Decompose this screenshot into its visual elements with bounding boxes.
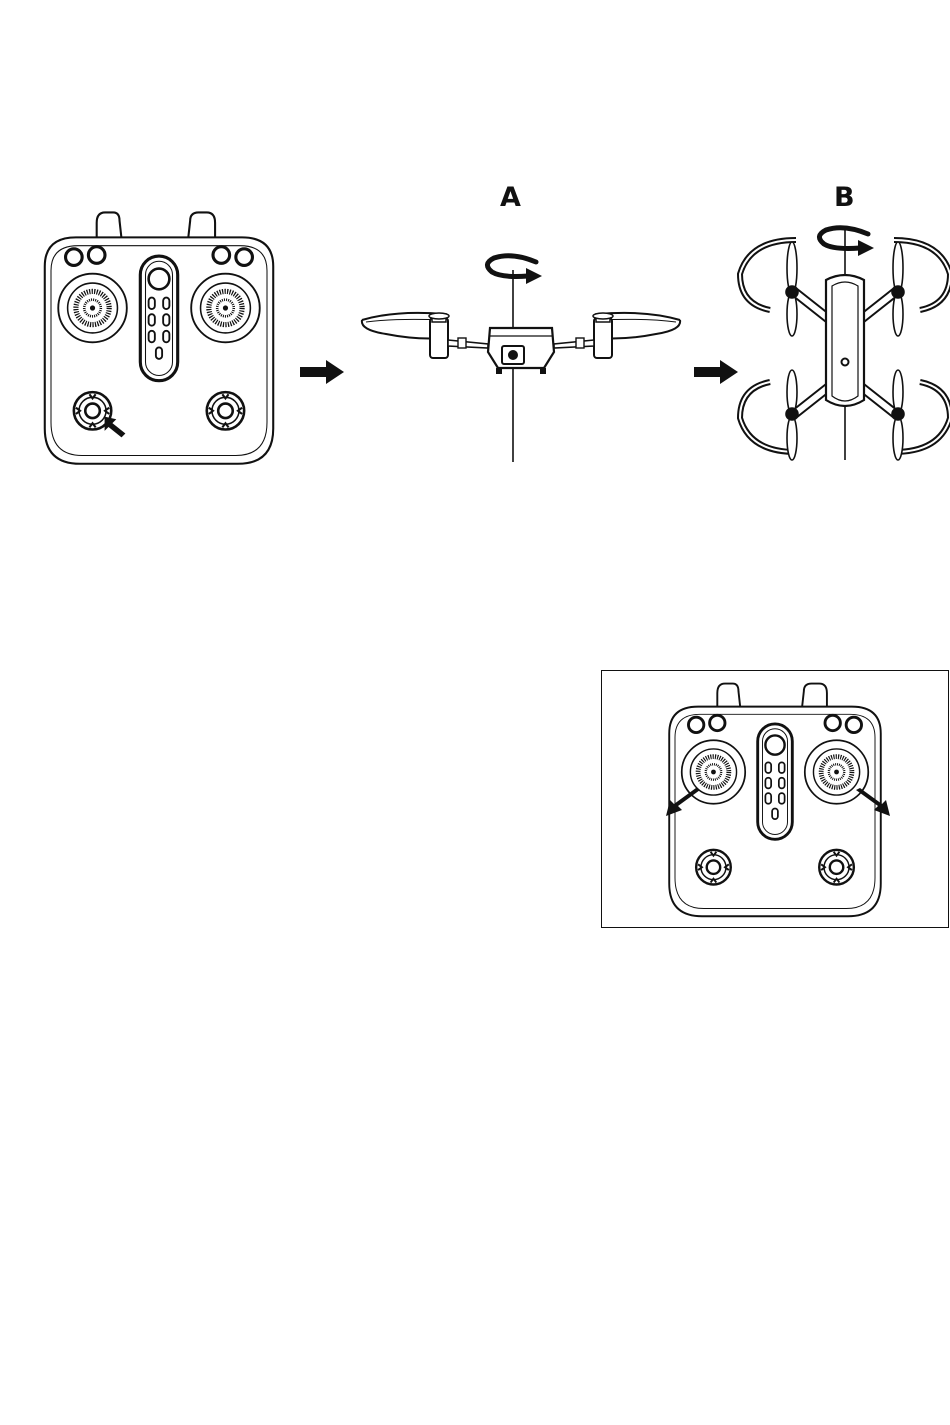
left-stick-direction-arrow-icon (664, 786, 704, 820)
drone-top-view-diagram (730, 220, 950, 465)
drone-front-view-diagram (356, 240, 686, 470)
controller-diagram (34, 200, 284, 470)
right-arrow-icon (300, 360, 344, 384)
right-stick-direction-arrow-icon (852, 786, 892, 820)
press-pointer-arrow-icon (102, 414, 128, 440)
label-b: B (834, 184, 855, 211)
label-a: A (500, 184, 521, 211)
